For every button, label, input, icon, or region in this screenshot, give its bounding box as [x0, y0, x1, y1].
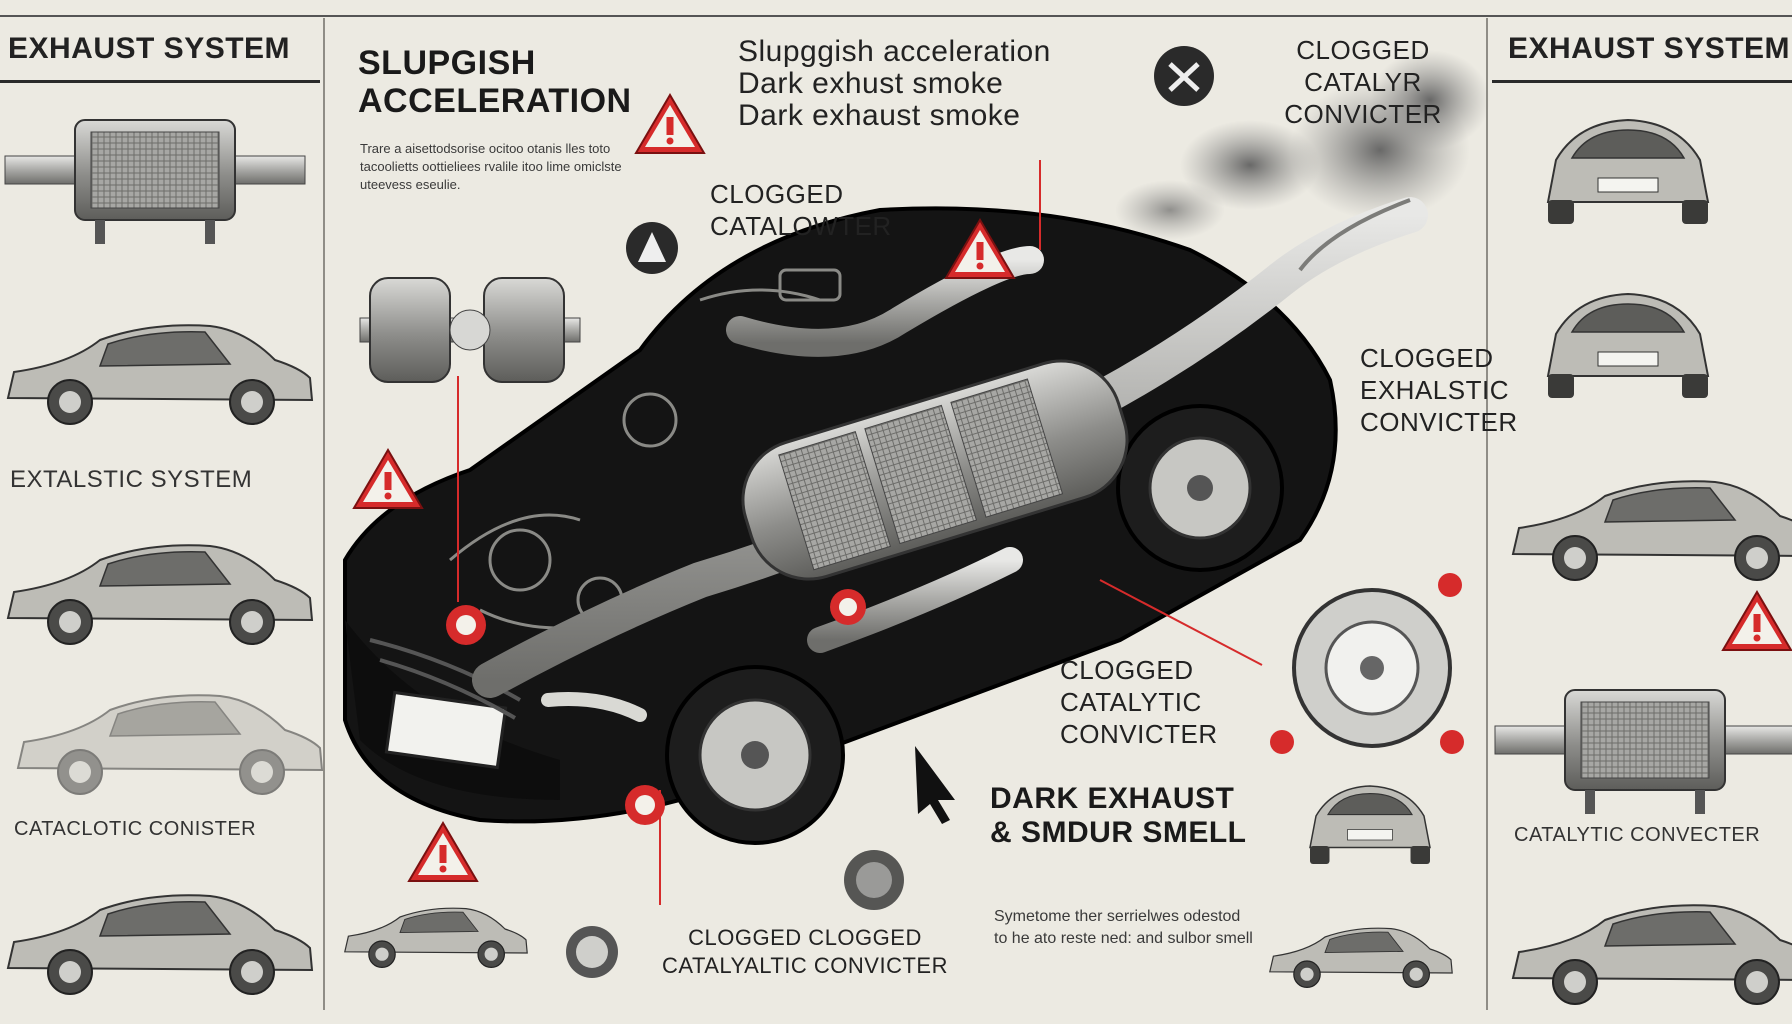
- dark-exhaust-label: DARK EXHAUST & SMDUR SMELL: [990, 782, 1247, 849]
- center-muffler-component: [359, 277, 581, 383]
- clogged-catalyr-label: CLOGGED CATALYR CONVICTER: [1284, 35, 1442, 129]
- bottom-description: Symetome ther serrielwes odestod to he a…: [994, 908, 1253, 947]
- symptom-line-1: Slupggish acceleration: [738, 35, 1051, 68]
- right-header: EXHAUST SYSTEM: [1508, 32, 1791, 65]
- left-sedan-3: [7, 894, 313, 995]
- left-sketch-car: [17, 694, 323, 795]
- left-sedan-1: [7, 324, 313, 425]
- round-badge-icon: [566, 46, 1452, 978]
- right-muffler-diagram: [1494, 689, 1792, 815]
- exhaust-smoke: [1115, 50, 1490, 240]
- right-header-rule: [1492, 80, 1792, 83]
- warning-triangle-icon: [353, 449, 423, 509]
- right-front-car-1: [1547, 119, 1709, 225]
- clogged-exhalstic-label: CLOGGED EXHALSTIC CONVICTER: [1360, 343, 1518, 437]
- cataclotic-label: CATACLOTIC CONISTER: [14, 818, 257, 840]
- bottom-front-car: [1309, 785, 1431, 865]
- symptom-line-2: Dark exhust smoke: [738, 67, 1004, 100]
- left-header: EXHAUST SYSTEM: [8, 32, 291, 65]
- red-markers: [446, 573, 1464, 825]
- right-front-car-2: [1547, 293, 1709, 399]
- symptom-line-3: Dark exhaust smoke: [738, 99, 1021, 132]
- warning-triangle-icon: [408, 822, 478, 882]
- right-sedan: [1512, 480, 1792, 581]
- bottom-sedan-1: [344, 907, 528, 969]
- main-car-cutaway: [343, 197, 1428, 845]
- cursor-arrow-icon: [915, 746, 955, 824]
- bottom-sedan-2: [1269, 927, 1453, 989]
- clogged-catalytic-label: CLOGGED CATALYTIC CONVICTER: [1060, 655, 1218, 749]
- right-sedan-2: [1512, 904, 1792, 1005]
- extalstic-system-label: EXTALSTIC SYSTEM: [10, 466, 253, 493]
- left-description: Trare a aisettodsorise ocitoo otanis lle…: [360, 141, 622, 192]
- clogged-catalowter-label: CLOGGED CATALOWTER: [710, 179, 892, 241]
- top-symptom-list: Slupggish acceleration Dark exhust smoke…: [738, 36, 1118, 132]
- left-sedan-2: [7, 544, 313, 645]
- left-muffler-diagram: [4, 119, 306, 245]
- sluggish-acceleration-heading: SLUPGISH ACCELERATION: [358, 44, 632, 120]
- left-header-rule: [0, 80, 320, 83]
- catalytic-convecter-label: CATALYTIC CONVECTER: [1514, 824, 1761, 846]
- warning-triangle-icon: [1722, 591, 1792, 651]
- bottom-clogged-label: CLOGGED CLOGGED CATALYALTIC CONVICTER: [662, 925, 948, 978]
